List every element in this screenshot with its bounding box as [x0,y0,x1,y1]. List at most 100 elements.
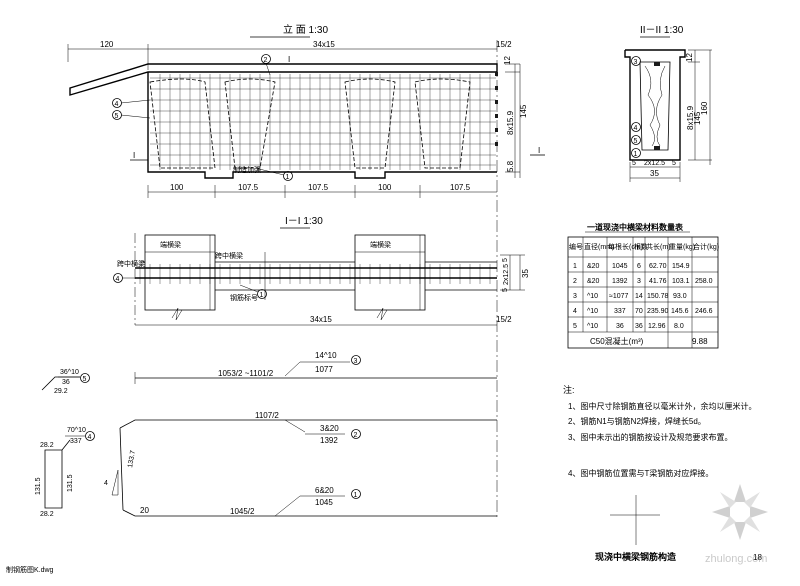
bar4-count: 70^10 [67,427,86,434]
td-1-4: 6 [637,263,641,270]
bar1-count: 6&20 [315,486,334,495]
bar2-slope: 133.7 [127,450,137,469]
td-4-2: ^10 [587,308,598,315]
sec2-dim-b3: 5 [672,160,676,167]
sec2-dim-12: 12 [685,53,694,62]
td-2-6: 103.1 [672,278,690,285]
bar1-shape [122,509,497,517]
td-2-3: 1392 [612,278,628,285]
td-3-7: 246.6 [695,308,713,315]
td-3-3: ≈1077 [609,293,629,300]
td-3-4: 14 [635,293,643,300]
th-count: 根数 [634,242,648,251]
sec1-dim-v1: 5 [502,258,509,262]
td-5-3: 36 [616,323,624,330]
sec1-dim-v2: 2x12.5 [503,264,510,285]
bar2-count: 3&20 [320,424,339,433]
sec2-dim-145: 145 [693,111,702,125]
bottom-dim-3: 107.5 [308,183,329,192]
sec1-label-left: 跨中横梁 [117,259,145,268]
bar3-count: 14^10 [315,351,337,360]
table-footer-value: 9.88 [692,337,708,346]
svg-text:I: I [133,151,135,160]
bar4-shape [44,449,63,509]
bar5-length: 36 [62,379,70,386]
bar3-span: 1053/2 ~1101/2 [218,369,274,378]
td-5-2: ^10 [587,323,598,330]
bar1-mark: 1 [354,492,358,499]
td-4-6: 145.6 [671,308,689,315]
sec2-mark-4: 4 [634,125,638,132]
td-4-4: 70 [635,308,643,315]
bottom-dim-4: 100 [378,183,392,192]
svg-text:I: I [538,146,540,155]
title-block: 现浇中横梁钢筋构造 18 制钢筋图K.dwg [6,495,762,574]
td-3-2: ^10 [587,293,598,300]
bar5-mark: 5 [83,376,87,383]
th-sum: 合计(kg) [693,242,719,251]
sec2-dim-160: 160 [700,101,709,115]
bar2-length: 1392 [320,436,338,445]
td-3-1: 3 [573,293,577,300]
td-3-6: 93.0 [673,293,687,300]
elevation-view: 立 面 1:30 120 34x15 15/2 I [67,23,545,520]
bar4-mark: 4 [88,434,92,441]
dim-right-top: 15/2 [496,40,512,49]
bar1-length: 1045 [315,498,333,507]
note-1: 1、图中尺寸除钢筋直径以毫米计外，余均以厘米计。 [568,401,756,411]
web-outlines [149,78,471,169]
bar4-d1: 28.2 [40,442,54,449]
watermark: zhulong.com [705,484,768,565]
dim-total: 34x15 [313,40,335,49]
bar3-length: 1077 [315,365,333,374]
bar5-sub: 29.2 [54,388,68,395]
end-beam-left [144,234,216,311]
sec2-dim-b2: 2x12.5 [644,160,665,167]
section-2-title: II－II 1:30 [640,25,684,36]
sec1-label-b: 跨中横梁 [215,251,243,260]
filename: 制钢筋图K.dwg [6,565,54,574]
bar3-mark: 3 [354,358,358,365]
rebar-band [135,264,497,284]
note-3: 3、图中未示出的钢筋按设计及规范要求布置。 [568,432,732,442]
note-4: 4、图中钢筋位置需与T梁钢筋对应焊接。 [568,468,713,478]
bar2-mark: 2 [354,432,358,439]
mark-4: 4 [115,101,119,108]
sec1-label-bar: 钢筋标号 [230,293,258,302]
bar4-h: 131.5 [35,477,42,495]
sec2-mark-5: 5 [634,138,638,145]
elev-dim-145: 145 [519,104,528,118]
mark-1: 1 [286,174,290,181]
bar5-count: 36^10 [60,369,79,376]
td-2-2: &20 [587,278,600,285]
th-dia: 直径(mm) [584,242,614,251]
note-2: 2、钢筋N1与钢筋N2焊接，焊缝长5d。 [568,416,706,426]
sec2-dim-b1: 5 [632,160,636,167]
rebar-grid [150,74,496,170]
bottom-dim-2: 107.5 [238,183,259,192]
svg-text:4: 4 [104,480,108,487]
td-1-3: 1045 [612,263,628,270]
sec1-dim-total: 34x15 [310,315,332,324]
sec1-dim-v3: 5 [502,288,509,292]
bar2-shape [119,419,497,429]
elev-note: 制造加强 [233,165,261,174]
elev-dim-12: 12 [503,56,512,65]
th-len: 每根长(cm) [608,242,643,251]
th-no: 编号 [569,242,583,251]
sec1-mark-4: 4 [116,276,120,283]
material-table: 一道现浇中横梁材料数量表 编号 直径(mm) 每根长(cm) 根数 共长(m) … [567,222,719,349]
bar-details: 1053/2 ~1101/2 14^10 1077 3 36^10 36 29.… [35,351,497,518]
mark-5: 5 [115,113,119,120]
td-5-6: 8.0 [674,323,684,330]
td-4-3: 337 [614,308,626,315]
section-1-view: I－I 1:30 端横梁 端横梁 [113,216,530,326]
sec2-dim-8x15: 8x15.9 [686,105,695,130]
svg-text:131.5: 131.5 [67,474,74,492]
elev-dim-8x15: 8x15.9 [506,110,515,135]
td-5-1: 5 [573,323,577,330]
td-5-5: 12.96 [648,323,666,330]
td-2-4: 3 [637,278,641,285]
section-mark-top: I [288,55,290,64]
